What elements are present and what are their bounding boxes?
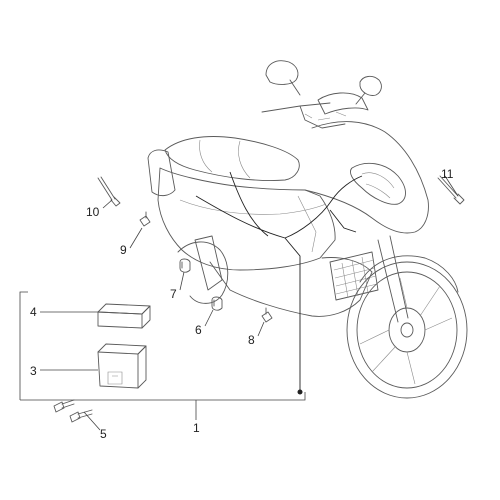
- headlight: [350, 162, 406, 205]
- callout-6: 6: [195, 323, 202, 337]
- handlebar-detail: [304, 111, 347, 121]
- headlight-inner: [361, 172, 395, 199]
- left-mirror: [265, 60, 301, 96]
- front-mudguard: [359, 255, 459, 293]
- callout-8: 8: [248, 333, 255, 347]
- grab-rail: [147, 149, 176, 197]
- part-5-screw-upper: [53, 399, 75, 413]
- part-3-holder: [97, 343, 147, 389]
- front-wheel: [346, 261, 468, 399]
- callout-3: 3: [30, 364, 37, 378]
- floorboard: [209, 257, 373, 317]
- callout-1: 1: [193, 421, 200, 435]
- front-fairing: [304, 121, 429, 234]
- part-6-clip: [211, 296, 223, 311]
- harness-connector-dot: [297, 389, 303, 395]
- scooter-illustration: [147, 60, 468, 399]
- callout-5: 5: [100, 427, 107, 441]
- part-7-clip: [179, 258, 191, 273]
- wiring-harness: [195, 171, 363, 392]
- windscreen: [317, 92, 369, 115]
- front-fork: [377, 235, 409, 323]
- part-8-clip: [261, 307, 273, 323]
- kick-panel: [297, 195, 317, 253]
- part-4-module: [97, 303, 151, 329]
- seat-stitch: [199, 139, 251, 179]
- right-mirror: [355, 75, 382, 105]
- engine-case: [194, 235, 223, 291]
- part-5-screw-lower: [69, 409, 93, 423]
- rear-body: [157, 167, 336, 271]
- handlebar: [261, 102, 346, 129]
- rear-wheel: [177, 241, 229, 304]
- callout-9: 9: [120, 243, 127, 257]
- callout-7: 7: [170, 287, 177, 301]
- part-10-cable-tie: [97, 176, 121, 207]
- body-crease: [179, 199, 327, 215]
- callout-10: 10: [86, 205, 100, 219]
- callout-4: 4: [30, 305, 37, 319]
- callout-11: 11: [441, 167, 454, 181]
- seat: [164, 136, 300, 181]
- part-9-clip: [139, 211, 151, 227]
- part-11-cable-tie: [437, 175, 465, 205]
- leader-lines: [19, 175, 459, 431]
- grille: [329, 251, 379, 301]
